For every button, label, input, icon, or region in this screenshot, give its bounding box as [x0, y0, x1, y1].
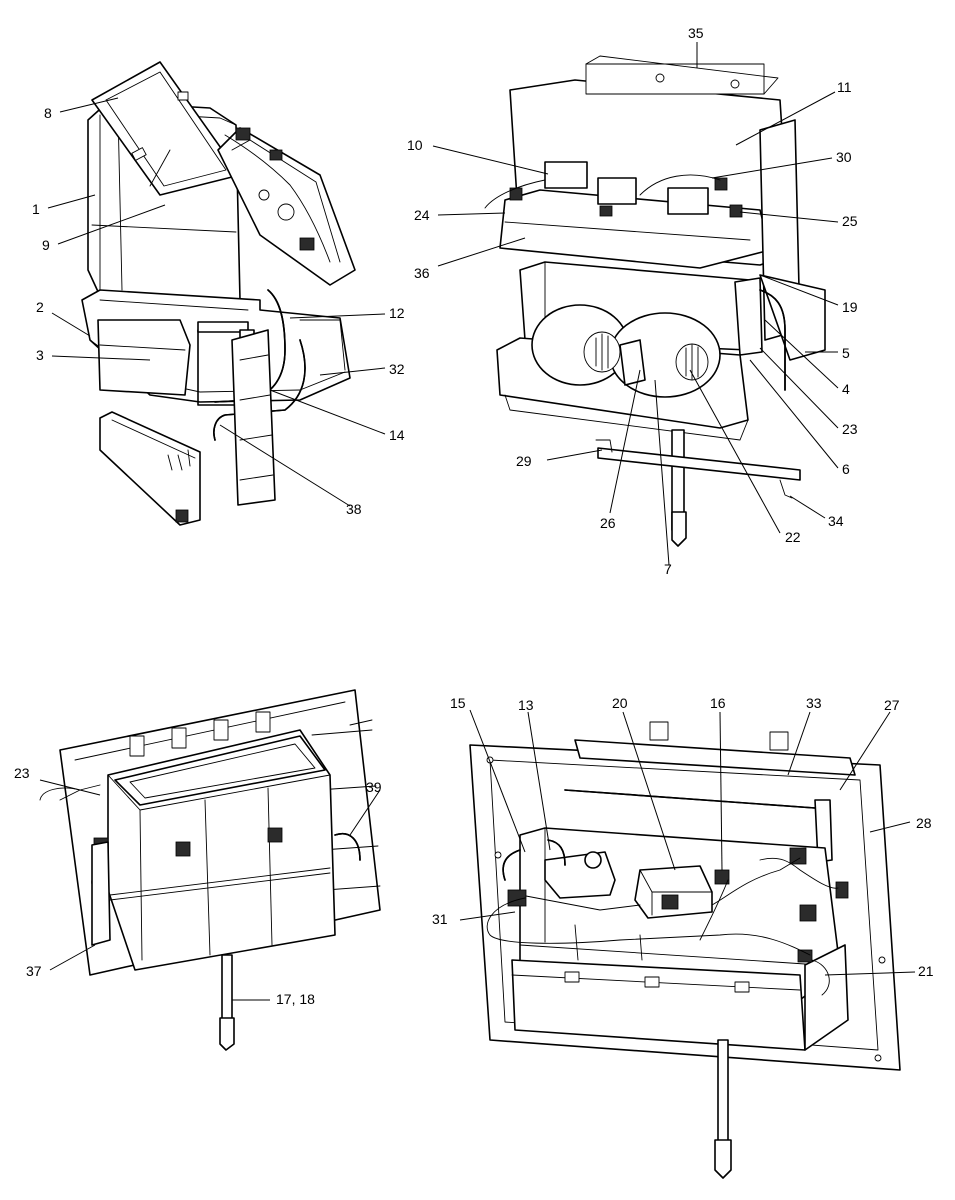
callout-8: 8	[44, 105, 52, 121]
view-blower-assembly	[484, 55, 826, 547]
callout-22: 22	[785, 529, 801, 545]
callout-1: 1	[32, 201, 40, 217]
callout-27: 27	[884, 697, 900, 713]
callout-4: 4	[842, 381, 850, 397]
callout-34: 34	[828, 513, 844, 529]
callout-36: 36	[414, 265, 430, 281]
callout-39: 39	[366, 779, 382, 795]
callout-31: 31	[432, 911, 448, 927]
callout-29: 29	[516, 453, 532, 469]
view-exploded-housing	[81, 61, 356, 526]
callout-9: 9	[42, 237, 50, 253]
callout-10: 10	[407, 137, 423, 153]
callout-24: 24	[414, 207, 430, 223]
callout-35: 35	[688, 25, 704, 41]
callout-28: 28	[916, 815, 932, 831]
callout-38: 38	[346, 501, 362, 517]
callout-23-bottom: 23	[14, 765, 30, 781]
callout-15: 15	[450, 695, 466, 711]
callout-17-18: 17, 18	[276, 991, 315, 1007]
callout-20: 20	[612, 695, 628, 711]
callout-23-top: 23	[842, 421, 858, 437]
callout-33: 33	[806, 695, 822, 711]
callout-14: 14	[389, 427, 405, 443]
callout-30: 30	[836, 149, 852, 165]
callout-37: 37	[26, 963, 42, 979]
callout-13: 13	[518, 697, 534, 713]
callout-16: 16	[710, 695, 726, 711]
callout-2: 2	[36, 299, 44, 315]
callout-32: 32	[389, 361, 405, 377]
callout-3: 3	[36, 347, 44, 363]
callout-5: 5	[842, 345, 850, 361]
view-rear-assembly	[469, 721, 901, 1179]
callout-12: 12	[389, 305, 405, 321]
callout-7: 7	[664, 561, 672, 577]
callout-25: 25	[842, 213, 858, 229]
callout-26: 26	[600, 515, 616, 531]
callout-labels: 1 2 3 4 5 6 7 8 9 10 11 12 13 14 15 16 1…	[14, 25, 934, 1007]
callout-6: 6	[842, 461, 850, 477]
leader-lines	[39, 42, 916, 1001]
view-assembled-housing	[39, 689, 381, 1051]
callout-19: 19	[842, 299, 858, 315]
callout-21: 21	[918, 963, 934, 979]
callout-11: 11	[837, 79, 852, 95]
